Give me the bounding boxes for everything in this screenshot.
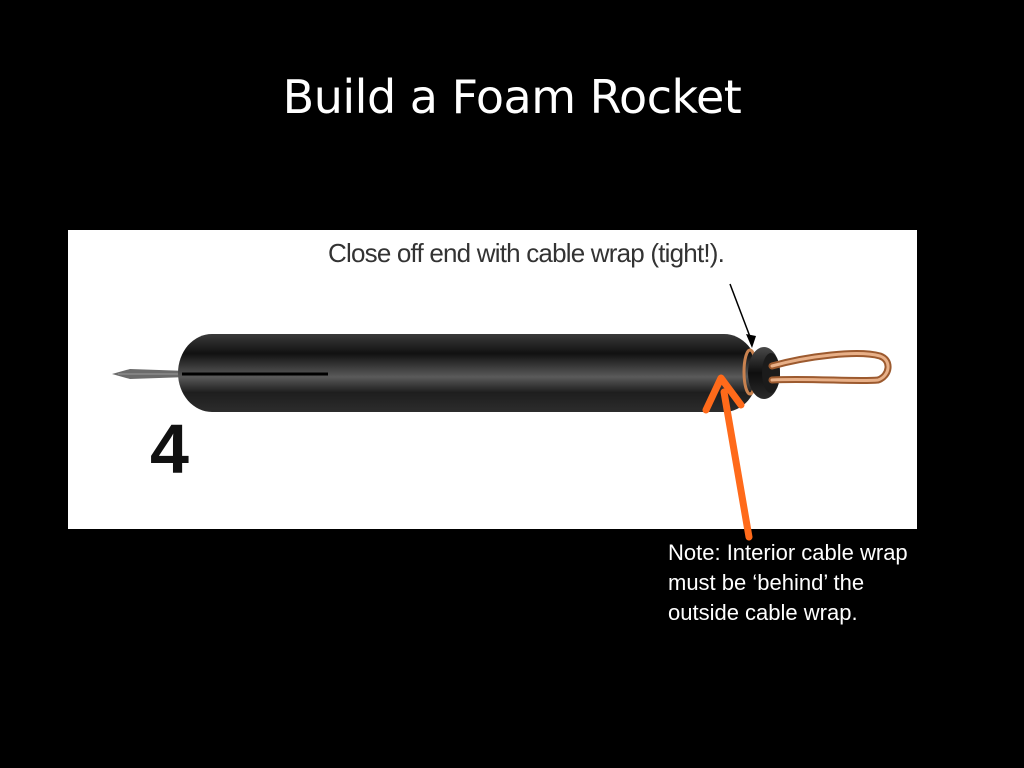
outside-cable-wrap [768, 350, 892, 385]
foam-tube [178, 334, 758, 412]
note-text: Note: Interior cable wrap must be ‘behin… [668, 540, 908, 625]
needle-tip [112, 369, 188, 379]
figure-panel [68, 230, 917, 529]
figure-callout-text: Close off end with cable wrap (tight!). [328, 238, 725, 268]
step-number: 4 [150, 410, 189, 488]
slide-title: Build a Foam Rocket [282, 70, 742, 124]
tube-end-cap [748, 347, 780, 399]
callout-pointer-arrow [729, 283, 756, 348]
foam-rocket-illustration [112, 283, 892, 412]
